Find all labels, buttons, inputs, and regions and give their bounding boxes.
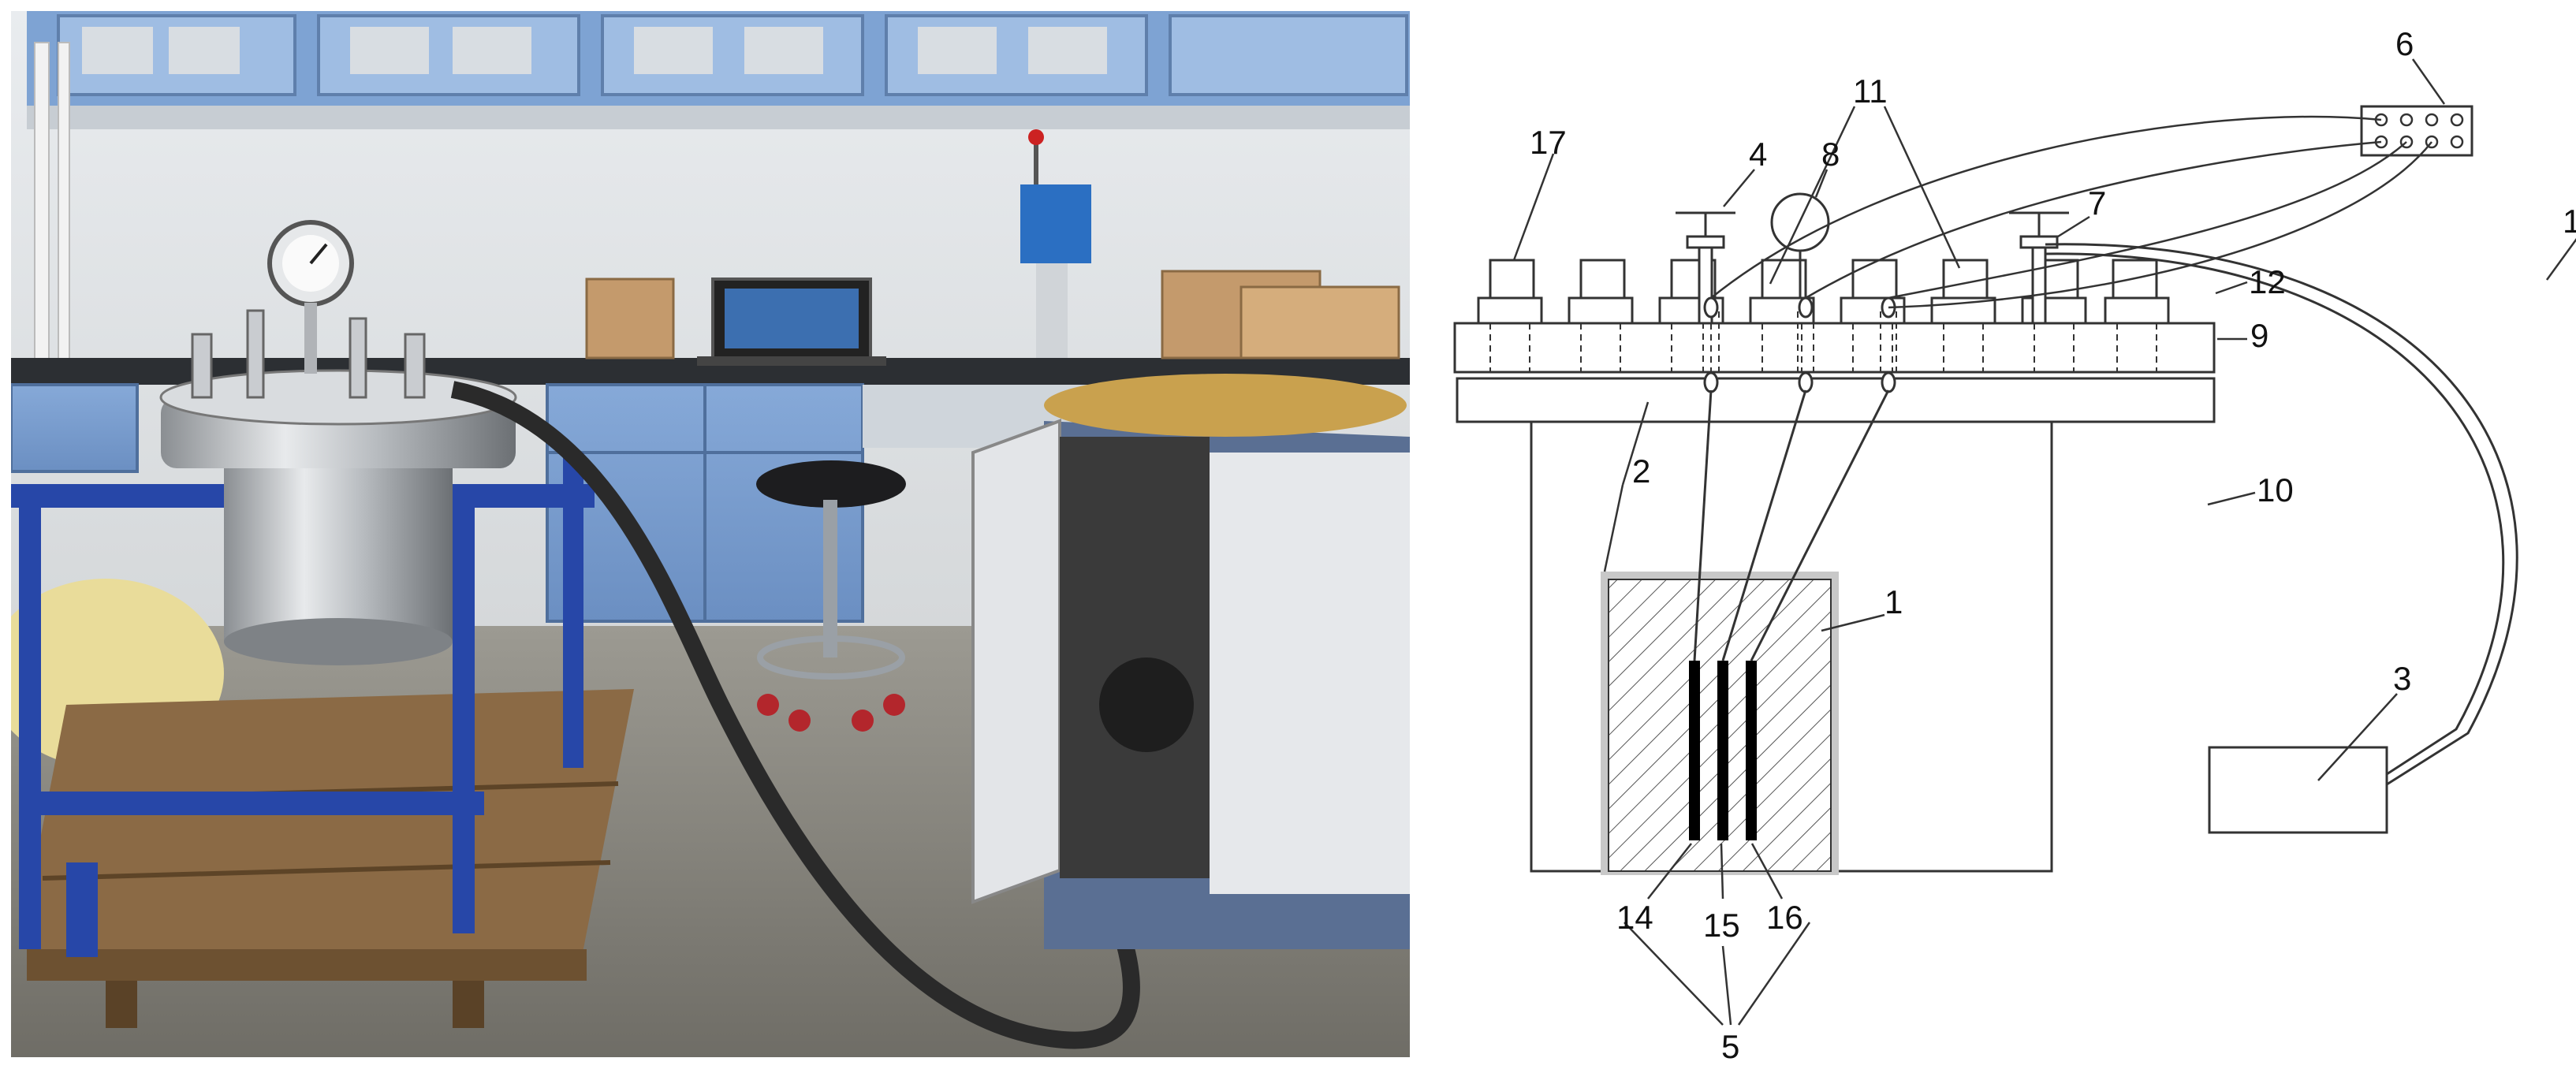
label-10: 10 bbox=[2257, 471, 2294, 508]
apparatus-schematic: 17 4 11 8 7 6 13 12 9 10 2 1 3 14 15 16 … bbox=[1453, 25, 2576, 1065]
label-14: 14 bbox=[1616, 899, 1653, 936]
lid-plate bbox=[1453, 322, 2216, 374]
controller-box bbox=[2208, 746, 2388, 834]
label-8: 8 bbox=[1821, 136, 1840, 173]
label-16: 16 bbox=[1766, 899, 1803, 936]
label-4: 4 bbox=[1749, 136, 1767, 173]
label-12: 12 bbox=[2249, 263, 2286, 300]
label-11: 11 bbox=[1853, 73, 1888, 110]
label-9: 9 bbox=[2250, 317, 2268, 354]
label-7: 7 bbox=[2088, 184, 2106, 222]
electrode-14 bbox=[1689, 661, 1700, 840]
label-2: 2 bbox=[1632, 453, 1650, 490]
lab-photo-icon bbox=[11, 11, 1410, 1057]
label-6: 6 bbox=[2395, 25, 2414, 62]
electrode-15 bbox=[1717, 661, 1728, 840]
label-3: 3 bbox=[2393, 660, 2411, 697]
label-1: 1 bbox=[1884, 583, 1903, 620]
label-17: 17 bbox=[1530, 124, 1567, 161]
label-5: 5 bbox=[1721, 1028, 1739, 1065]
base-plate bbox=[1456, 377, 2216, 423]
label-13: 13 bbox=[2563, 203, 2576, 240]
label-15: 15 bbox=[1703, 907, 1740, 944]
electrode-16 bbox=[1746, 661, 1757, 840]
